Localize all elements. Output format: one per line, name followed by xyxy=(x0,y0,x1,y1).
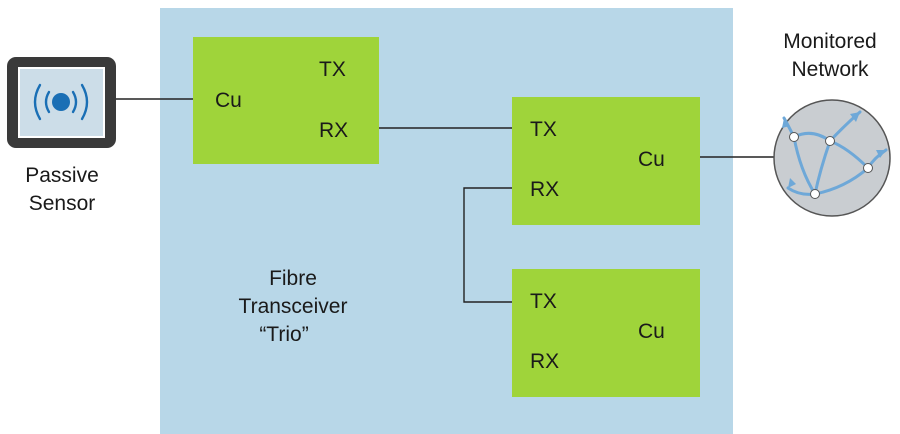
transceiver-1-rx-label: RX xyxy=(319,119,349,142)
network-caption: Monitored Network xyxy=(760,28,900,84)
transceiver-2-tx-label: TX xyxy=(530,118,557,141)
transceiver-box-1 xyxy=(193,37,379,164)
transceiver-box-2 xyxy=(512,97,700,225)
transceiver-1-tx-label: TX xyxy=(319,58,346,81)
network-caption-line1: Monitored xyxy=(783,30,877,53)
transceiver-2-cu-label: Cu xyxy=(638,148,665,171)
transceiver-3-tx-label: TX xyxy=(530,290,557,313)
sensor-caption-line2: Sensor xyxy=(28,192,96,215)
transceiver-3-rx-label: RX xyxy=(530,350,560,373)
trio-caption-line3: “Trio” xyxy=(259,323,309,346)
trio-caption-line2: Transceiver xyxy=(238,295,348,318)
network-caption-line2: Network xyxy=(791,58,869,81)
transceiver-box-3 xyxy=(512,269,700,397)
rx-to-tx-loop-line xyxy=(463,187,512,303)
transceiver-3-cu-label: Cu xyxy=(638,320,665,343)
sensor-caption: Passive Sensor xyxy=(0,162,124,218)
trio-caption-line1: Fibre xyxy=(269,267,317,290)
sensor-caption-line1: Passive xyxy=(25,164,99,187)
transceiver-1-cu-label: Cu xyxy=(215,89,242,112)
transceiver-2-rx-label: RX xyxy=(530,178,560,201)
trio-caption: Fibre Transceiver “Trio” xyxy=(208,265,378,349)
